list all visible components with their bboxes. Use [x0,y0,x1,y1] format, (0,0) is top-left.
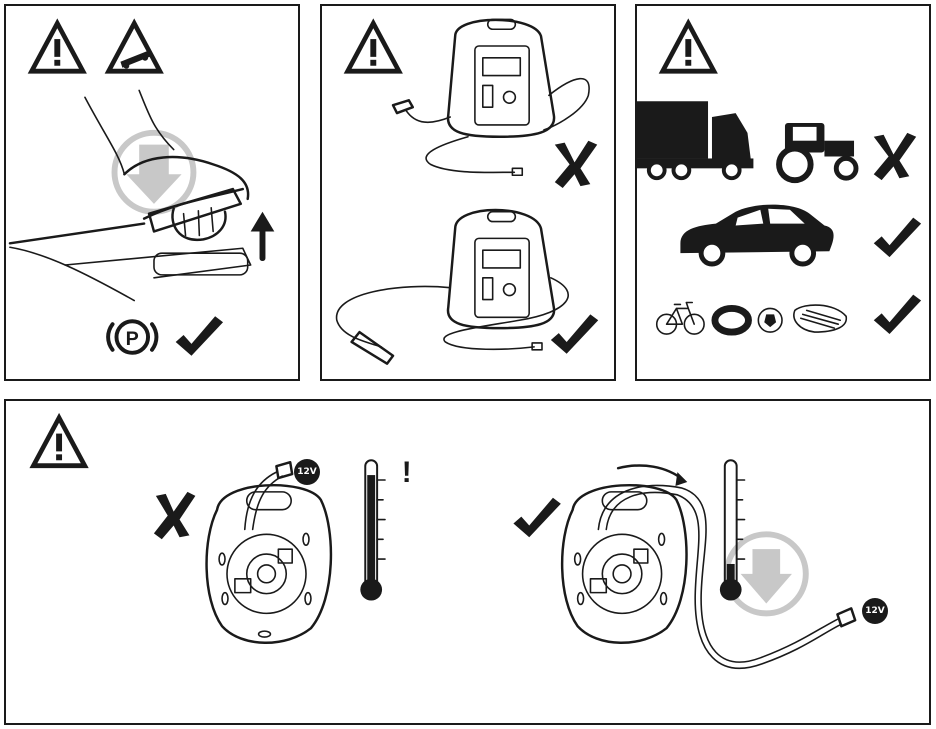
swim-ring-icon [711,304,752,336]
warning-triangle-icon [343,18,403,74]
thermometer-cool-icon [719,459,746,601]
air-mattress-icon [793,304,847,333]
panel-parking-brake: P [4,4,300,381]
compressor-bottom-illustration [335,208,569,365]
warning-triangle-icon [29,412,89,469]
compressor-underside-coiled-illustration [205,461,333,644]
panel-compressor-hose [320,4,616,381]
voltage-badge-12v: 12V [862,598,888,624]
panel-vehicle-suitability [635,4,931,381]
cross-mark-icon [153,491,196,540]
check-mark-icon [175,316,224,356]
overheat-exclamation: ! [402,456,412,489]
compressor-underside-unrolled-illustration [560,464,857,669]
check-mark-icon [550,314,599,354]
warning-triangle-icon [27,18,87,74]
hand-on-brake-lever-illustration [8,89,275,302]
bicycle-icon [655,301,705,335]
watermark-icon [723,531,809,617]
compressor-top-illustration [391,18,590,177]
check-mark-icon [873,217,922,258]
voltage-badge-12v: 12V [294,459,320,485]
warning-triangle-icon [658,18,718,74]
car-icon [680,204,834,267]
car-on-slope-warning-icon [104,18,164,74]
tractor-icon [776,122,859,184]
check-mark-icon [513,497,561,538]
compressor-hose-illustration [335,18,599,365]
parking-brake-icon: P [106,319,159,355]
cross-mark-icon [554,140,598,189]
panel-cord-temperature: ! [4,399,931,725]
thermometer-hot-icon [360,459,386,601]
cross-mark-icon [873,132,917,181]
truck-icon [637,101,754,181]
vehicle-suitability-illustration [637,18,922,336]
soccer-ball-icon [757,307,783,333]
parking-brake-illustration: P [8,18,275,356]
parking-letter: P [126,328,139,350]
check-mark-icon [873,294,922,335]
cord-temperature-illustration: ! [29,412,857,669]
